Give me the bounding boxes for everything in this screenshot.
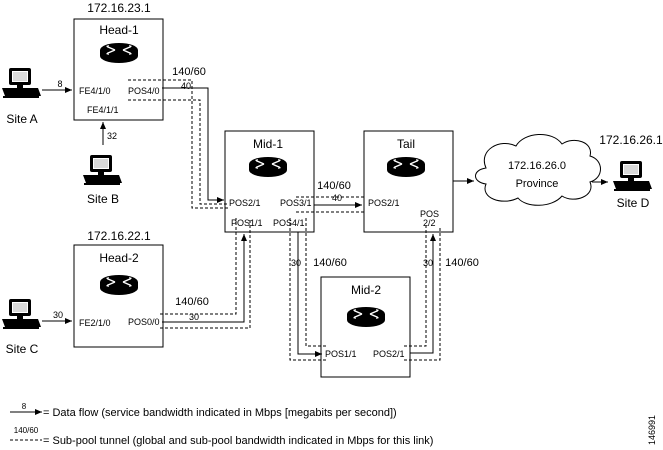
province-cloud xyxy=(475,134,601,206)
mid1-port-pos21: POS2/1 xyxy=(229,198,261,208)
mid2-port-pos11: POS1/1 xyxy=(325,349,357,359)
head2-router-icon xyxy=(99,274,139,296)
tail-port-pos21: POS2/1 xyxy=(368,198,400,208)
figure-id: 146991 xyxy=(647,415,657,445)
head2-mid1-flow-label: 30 xyxy=(189,312,199,322)
mid1-port-pos31: POS3/1 xyxy=(280,198,312,208)
tail-port-pos22-b: 2/2 xyxy=(423,218,436,228)
tail-port-pos22-a: POS xyxy=(420,209,439,219)
head2-mid1-pool-label: 140/60 xyxy=(175,296,209,308)
cloud-ip: 172.16.26.0 xyxy=(508,160,566,172)
head1-mid1-tunnel-inner xyxy=(128,99,228,205)
head1-mid1-pool-label: 140/60 xyxy=(172,66,206,78)
head1-mid1-flow-label: 40 xyxy=(181,81,191,91)
site-a-flow-label: 8 xyxy=(57,79,62,89)
head2-box[interactable] xyxy=(73,244,164,348)
mid2-box[interactable] xyxy=(320,276,411,378)
site-b-pc-icon xyxy=(83,155,122,185)
mid2-name: Mid-2 xyxy=(351,283,381,297)
mid1-name: Mid-1 xyxy=(253,137,283,151)
head2-name: Head-2 xyxy=(99,251,139,265)
legend-pool-text: = Sub-pool tunnel (global and sub-pool b… xyxy=(43,435,433,447)
tail-router-icon xyxy=(386,156,426,178)
mid1-tail-flow-label: 40 xyxy=(332,193,342,203)
head1-mid1-flow xyxy=(162,87,224,203)
mid2-router-icon xyxy=(346,306,386,328)
mid1-mid2-flow xyxy=(297,232,322,357)
legend-pool-sample: 140/60 xyxy=(14,426,39,435)
site-c-pc-icon xyxy=(2,299,41,329)
mid2-tail-flow-label: 30 xyxy=(423,258,433,268)
head1-port-fe411: FE4/1/1 xyxy=(87,105,119,115)
head1-port-pos40: POS4/0 xyxy=(128,86,160,96)
tail-name: Tail xyxy=(397,137,415,151)
head1-mid1-tunnel xyxy=(128,79,228,209)
mid2-tail-flow xyxy=(410,234,436,354)
head1-name: Head-1 xyxy=(99,23,139,37)
head2-mid1-tunnel xyxy=(160,218,237,315)
site-b-label: Site B xyxy=(87,192,119,206)
head1-router-icon xyxy=(99,42,139,64)
head1-ip: 172.16.23.1 xyxy=(87,1,151,15)
mid1-port-pos41: POS4/1 xyxy=(273,218,305,228)
mid1-router-icon xyxy=(248,156,288,178)
site-d-ip: 172.16.26.1 xyxy=(599,133,663,147)
mid1-mid2-flow-label: 30 xyxy=(291,258,301,268)
cloud-name: Province xyxy=(516,178,559,190)
tail-box[interactable] xyxy=(363,130,454,233)
site-a-label: Site A xyxy=(6,112,37,126)
mid1-mid2-tunnel xyxy=(289,218,326,361)
mid1-tail-pool-label: 140/60 xyxy=(317,180,351,192)
site-a-pc-icon xyxy=(2,68,41,98)
mid2-tail-tunnel xyxy=(404,226,441,361)
mid1-mid2-pool-label: 140/60 xyxy=(313,257,347,269)
head2-mid1-flow xyxy=(162,234,247,323)
mid1-box[interactable] xyxy=(224,130,315,233)
site-c-label: Site C xyxy=(6,342,39,356)
head2-ip: 172.16.22.1 xyxy=(87,229,151,243)
head1-box[interactable] xyxy=(73,18,164,121)
head2-port-fe210: FE2/1/0 xyxy=(79,318,111,328)
legend-flow-text: = Data flow (service bandwidth indicated… xyxy=(43,407,397,419)
mid2-tail-pool-label: 140/60 xyxy=(445,257,479,269)
legend-flow-sample: 8 xyxy=(22,402,27,411)
head1-port-fe410: FE4/1/0 xyxy=(79,86,111,96)
site-c-flow-label: 30 xyxy=(53,310,63,320)
mid1-port-pos11: POS1/1 xyxy=(231,218,263,228)
head2-mid1-tunnel-inner xyxy=(160,218,251,329)
mid2-tail-tunnel-inner xyxy=(404,226,427,347)
site-b-flow-label: 32 xyxy=(107,131,117,141)
mid2-port-pos21: POS2/1 xyxy=(373,349,405,359)
mid1-mid2-tunnel-inner xyxy=(305,218,326,347)
head2-port-pos00: POS0/0 xyxy=(128,317,160,327)
site-d-pc-icon xyxy=(613,161,652,191)
site-d-label: Site D xyxy=(617,196,650,210)
